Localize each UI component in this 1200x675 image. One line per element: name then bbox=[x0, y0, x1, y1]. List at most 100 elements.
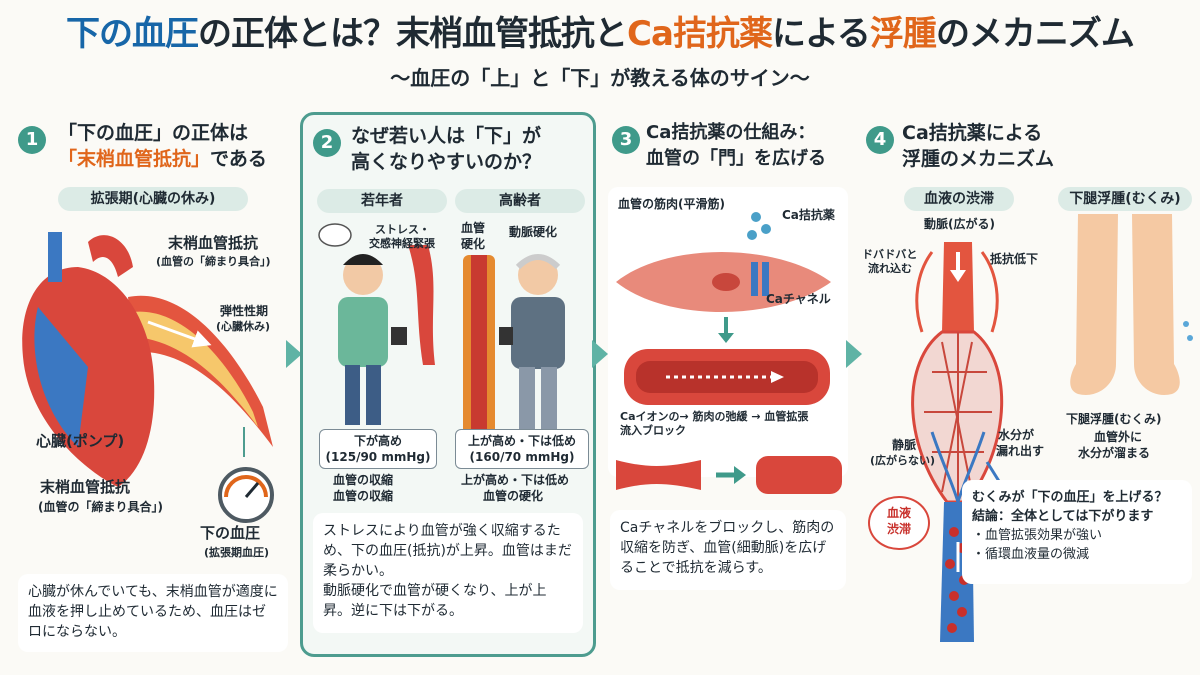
stasis-bubble: 血液 渋滞 bbox=[868, 496, 930, 550]
panel-4-number: 4 bbox=[866, 126, 894, 154]
panel-1-title-highlight: 「末梢血管抵抗」 bbox=[58, 148, 211, 170]
panel-2-title-line1: なぜ若い人は「下」が bbox=[351, 125, 542, 147]
q-bullet2: ・循環血液量の微減 bbox=[972, 547, 1090, 562]
water-drop-icon bbox=[1183, 321, 1189, 327]
title-part-6: のメカニズム bbox=[935, 14, 1135, 54]
bp-cuff-old-icon bbox=[499, 327, 513, 345]
label-resist-bottom: 末梢血管抵抗 bbox=[40, 478, 131, 496]
gauge-sub: (拡張期血圧) bbox=[204, 546, 270, 559]
vena-cava bbox=[48, 232, 62, 282]
label-drug: Ca拮抗薬 bbox=[782, 208, 835, 222]
old-reading-1: 上が高め・下は低め bbox=[467, 434, 576, 448]
legs-illustration bbox=[1070, 214, 1193, 395]
constricted-vessel bbox=[408, 245, 435, 365]
right-leg bbox=[1132, 214, 1180, 395]
young-caption-2: 血管の収縮 bbox=[333, 489, 394, 503]
ca-blocker-illustration bbox=[608, 187, 848, 477]
caption-line2: 流入ブロック bbox=[620, 424, 686, 437]
vessel-after bbox=[756, 456, 842, 494]
pill-old: 高齢者 bbox=[455, 189, 585, 213]
heart-vein-side bbox=[34, 307, 88, 447]
page-title: 下の血圧の正体とは？末梢血管抵抗とCa拮抗薬による浮腫のメカニズム bbox=[0, 6, 1200, 55]
gauge-label: 下の血圧 bbox=[200, 524, 261, 542]
aorta-arch bbox=[88, 235, 133, 277]
old-person-head bbox=[518, 255, 558, 295]
panel-3-title: Ca拮抗薬の仕組み： 血管の「門」を広げる bbox=[646, 120, 826, 172]
change-arrow-icon bbox=[734, 466, 746, 484]
left-leg bbox=[1070, 214, 1118, 395]
panel-1-title-line2: である bbox=[210, 148, 267, 170]
panel-2-note: ストレスにより血管が強く収縮するため、下の血圧(抵抗)が上昇。血管はまだ柔らかい… bbox=[313, 513, 583, 633]
edema-1: 下腿浮腫(むくみ) bbox=[1066, 412, 1162, 426]
pill-edema: 下腿浮腫(むくみ) bbox=[1058, 187, 1192, 211]
edema-3: 水分が溜まる bbox=[1078, 446, 1151, 460]
title-part-5: 浮腫 bbox=[869, 14, 937, 54]
title-part-1: 下の血圧 bbox=[66, 14, 199, 54]
panel-3-number: 3 bbox=[612, 126, 640, 154]
edema-2: 血管外に bbox=[1094, 430, 1143, 444]
label-resist-bottom-sub: (血管の「締まり具合」) bbox=[38, 500, 163, 514]
arrow-1-2-icon bbox=[286, 340, 302, 368]
label-muscle: 血管の筋肉(平滑筋) bbox=[618, 197, 725, 211]
panel-4-title-line1: Ca拮抗薬による bbox=[902, 122, 1043, 144]
label-leak-2: 漏れ出す bbox=[996, 444, 1045, 458]
panel-3: 3 Ca拮抗薬の仕組み： 血管の「門」を広げる 血管の筋肉(平滑筋) Ca拮抗薬… bbox=[606, 112, 850, 657]
artery-vessel bbox=[942, 242, 974, 332]
label-channel: Caチャネル bbox=[766, 292, 831, 306]
page-subtitle: 〜血圧の「上」と「下」が教える体のサイン〜 bbox=[390, 66, 810, 90]
label-vein-1: 静脈 bbox=[892, 438, 917, 452]
panel-3-title-line1: Ca拮抗薬の仕組み： bbox=[646, 122, 816, 143]
old-caption-1: 上が高め・下は低め bbox=[461, 473, 570, 487]
label-vessel: 血管 bbox=[461, 221, 486, 235]
young-person-body bbox=[338, 297, 388, 367]
panel-1-title: 「下の血圧」の正体は 「末梢血管抵抗」である bbox=[58, 120, 267, 172]
old-reading-2: (160/70 mmHg) bbox=[469, 450, 575, 464]
stress-cloud-icon bbox=[318, 223, 352, 247]
artery-flow-arrow-icon bbox=[950, 270, 966, 282]
panel-1-note: 心臓が休んでいても、末梢血管が適度に血液を押し止めているため、血圧はゼロにならな… bbox=[18, 574, 288, 652]
label-resist-down: 抵抗低下 bbox=[990, 252, 1039, 266]
stasis-bubble-2: 渋滞 bbox=[886, 522, 911, 536]
arrow-3-4-icon bbox=[846, 340, 862, 368]
young-reading-2: (125/90 mmHg) bbox=[325, 450, 431, 464]
heart-shape bbox=[22, 267, 155, 487]
old-person-body bbox=[511, 297, 565, 369]
artery-plaque bbox=[133, 311, 258, 427]
label-flow-1: ドバドバと bbox=[862, 248, 918, 261]
label-resist-top: 末梢血管抵抗 bbox=[168, 234, 259, 252]
title-part-2: の正体とは？末梢血管抵抗と bbox=[198, 14, 628, 54]
q-title: むくみが「下の血圧」を上げる？ bbox=[972, 490, 1168, 505]
ca-blocker-icon bbox=[751, 212, 761, 222]
panel-1-number: 1 bbox=[18, 126, 46, 154]
panel-2-title-line2: 高くなりやすいのか？ bbox=[351, 151, 542, 173]
young-reading-box: 下が高め (125/90 mmHg) bbox=[319, 429, 437, 469]
panel-4-title: Ca拮抗薬による 浮腫のメカニズム bbox=[902, 120, 1054, 172]
label-resist-top-sub: (血管の「締まり具合」) bbox=[156, 255, 271, 268]
young-caption-1: 血管の収縮 bbox=[333, 473, 394, 487]
panel-3-title-line2: 血管の「門」を広げる bbox=[646, 148, 826, 169]
label-elastic: 弾性性期 bbox=[220, 304, 269, 318]
panel-4: 4 Ca拮抗薬による 浮腫のメカニズム 血液の渋滞 下腿浮腫(むくみ) 動脈(広… bbox=[862, 112, 1194, 657]
title-part-3: Ca拮抗薬 bbox=[627, 14, 773, 54]
young-reading-1: 下が高め bbox=[353, 434, 402, 448]
panel-1-pill: 拡張期(心臓の休み) bbox=[58, 187, 248, 211]
panel-3-note: Caチャネルをブロックし、筋肉の収縮を防ぎ、血管(細動脈)を広げることで抵抗を減… bbox=[610, 510, 846, 590]
panel-2-title: なぜ若い人は「下」が 高くなりやすいのか？ bbox=[351, 123, 541, 175]
pill-stasis: 血液の渋滞 bbox=[904, 187, 1014, 211]
panel-1-title-line1: 「下の血圧」の正体は bbox=[58, 122, 249, 144]
caption-line1: Caイオンの→ 筋肉の弛緩 → 血管拡張 bbox=[620, 410, 809, 423]
panel-2-note-line2: 動脈硬化で血管が硬くなり、上が上昇。逆に下は下がる。 bbox=[323, 583, 547, 619]
vessel-before bbox=[616, 460, 701, 490]
ca-channel-icon bbox=[751, 262, 758, 296]
panel-2: 2 なぜ若い人は「下」が 高くなりやすいのか？ 若年者 高齢者 ストレス・ 交感… bbox=[300, 112, 596, 657]
label-stress2: 交感神経緊張 bbox=[369, 237, 435, 250]
old-caption-2: 血管の硬化 bbox=[483, 489, 544, 503]
vessel-before-after bbox=[616, 456, 842, 494]
label-flow-2: 流れ込む bbox=[868, 262, 912, 275]
q-conclusion: 結論：全体としては下がります bbox=[972, 509, 1154, 524]
label-elastic-sub: (心臓休み) bbox=[216, 320, 271, 333]
title-part-4: による bbox=[771, 14, 871, 54]
flow-arrow-icon bbox=[147, 320, 212, 348]
stasis-bubble-1: 血液 bbox=[886, 506, 911, 520]
pill-young: 若年者 bbox=[317, 189, 447, 213]
